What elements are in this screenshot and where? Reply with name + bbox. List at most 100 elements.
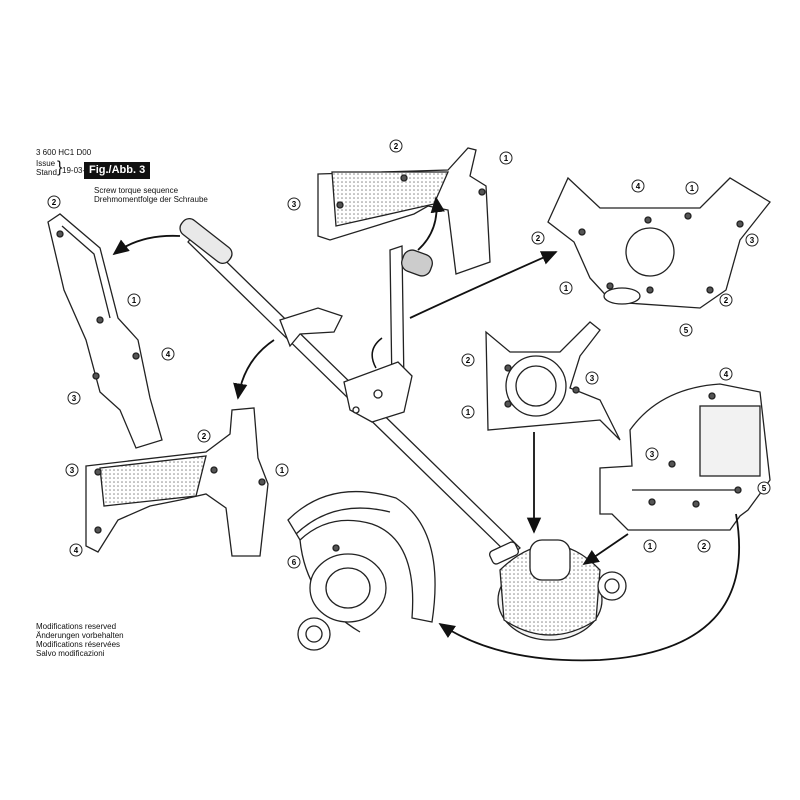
callout-lower-handle-4: 4 [69, 543, 83, 557]
callout-top-handle-2: 2 [389, 139, 403, 153]
arrow-to-head-from-right [582, 533, 629, 566]
arrow-to-top-handle [417, 196, 445, 251]
callout-circle [65, 463, 79, 477]
callout-right-motor-3: 3 [645, 447, 659, 461]
bracket-screw [373, 389, 383, 399]
callout-right-motor-1: 1 [643, 539, 657, 553]
callout-lower-handle-2: 2 [197, 429, 211, 443]
callout-circle [69, 543, 83, 557]
callout-number: 4 [724, 370, 729, 379]
callout-top-handle-1: 1 [499, 151, 513, 165]
callout-circle [645, 447, 659, 461]
callout-number: 2 [702, 542, 707, 551]
top-handle-detail [317, 147, 491, 275]
callout-number: 4 [166, 350, 171, 359]
callout-top-right-housing-2: 2 [719, 293, 733, 307]
callout-circle [685, 181, 699, 195]
callout-top-right-housing-5: 5 [679, 323, 693, 337]
callout-number: 5 [684, 326, 689, 335]
callout-number: 1 [564, 284, 569, 293]
guard-shell [287, 490, 436, 623]
arrow-to-lower-handle [233, 339, 275, 400]
right-motor-detail [599, 383, 771, 531]
callout-circle [287, 555, 301, 569]
callout-circle [461, 353, 475, 367]
callout-number: 4 [636, 182, 641, 191]
modifications-en: Modifications reserved [36, 622, 117, 631]
callout-number: 1 [504, 154, 509, 163]
callout-middle-motor-1: 1 [461, 405, 475, 419]
callout-left-housing-2: 2 [47, 195, 61, 209]
brace: } [57, 159, 63, 176]
part-number: 3 600 HC1 D00 [36, 148, 92, 157]
callout-left-housing-1: 1 [127, 293, 141, 307]
callout-circle [499, 151, 513, 165]
callout-circle [631, 179, 645, 193]
callout-lower-handle-1: 1 [275, 463, 289, 477]
trimmer-main-assembly [179, 218, 521, 557]
callout-circle [697, 539, 711, 553]
callout-top-right-housing-1: 1 [559, 281, 573, 295]
callout-right-motor-4: 4 [719, 367, 733, 381]
callout-lower-handle-3: 3 [65, 463, 79, 477]
arrow-to-left-housing [112, 234, 181, 256]
issue-stand-label: Issue Stand [36, 159, 57, 177]
callout-number: 2 [466, 356, 471, 365]
callout-circle [287, 197, 301, 211]
callout-circle [461, 405, 475, 419]
callout-number: 1 [280, 466, 285, 475]
callout-circle [127, 293, 141, 307]
callout-middle-motor-3: 3 [585, 371, 599, 385]
modifications-note: Modifications reserved Änderungen vorbeh… [36, 622, 124, 658]
callout-number: 2 [536, 234, 541, 243]
callout-top-right-housing-3: 3 [745, 233, 759, 247]
aux-handle-knob [401, 249, 433, 277]
guard-assembly [287, 490, 436, 651]
torque-note: Screw torque sequence Drehmomentfolge de… [94, 186, 208, 204]
callout-number: 3 [72, 394, 77, 403]
left-housing-detail [47, 213, 163, 449]
top-handle-grip [179, 218, 233, 264]
callout-circle [559, 281, 573, 295]
callout-number: 2 [724, 296, 729, 305]
callout-number: 1 [132, 296, 137, 305]
callout-circle [585, 371, 599, 385]
callout-circle [47, 195, 61, 209]
callout-top-handle-3: 3 [287, 197, 301, 211]
callout-circle [719, 293, 733, 307]
callout-circle [531, 231, 545, 245]
callout-circle [197, 429, 211, 443]
callout-left-housing-4: 4 [161, 347, 175, 361]
callout-number: 1 [466, 408, 471, 417]
callout-circle [679, 323, 693, 337]
bracket-connector [371, 337, 383, 369]
modifications-de: Änderungen vorbehalten [36, 631, 124, 640]
arrow-to-guard [438, 513, 741, 662]
top-right-housing-detail [547, 176, 771, 309]
callout-top-right-housing-4: 4 [631, 179, 645, 193]
callout-number: 3 [590, 374, 595, 383]
callout-circle [719, 367, 733, 381]
callout-number: 1 [690, 184, 695, 193]
callout-middle-motor-2: 2 [461, 353, 475, 367]
middle-motor-detail [485, 321, 621, 441]
callout-number: 3 [292, 200, 297, 209]
aux-handle [279, 307, 343, 348]
callout-circle [757, 481, 771, 495]
callout-number: 2 [394, 142, 399, 151]
callout-guard-6: 6 [287, 555, 301, 569]
callout-circle [275, 463, 289, 477]
callout-number: 4 [74, 546, 79, 555]
callout-number: 3 [650, 450, 655, 459]
callout-number: 2 [52, 198, 57, 207]
callout-right-motor-2: 2 [697, 539, 711, 553]
callout-left-housing-3: 3 [67, 391, 81, 405]
arrow-to-top-right [409, 251, 558, 319]
modifications-it: Salvo modificazioni [36, 649, 105, 658]
figure-label: Fig./Abb. 3 [84, 162, 151, 179]
callout-circle [67, 391, 81, 405]
stand-label: Stand [36, 168, 57, 177]
issue-label: Issue [36, 159, 56, 168]
